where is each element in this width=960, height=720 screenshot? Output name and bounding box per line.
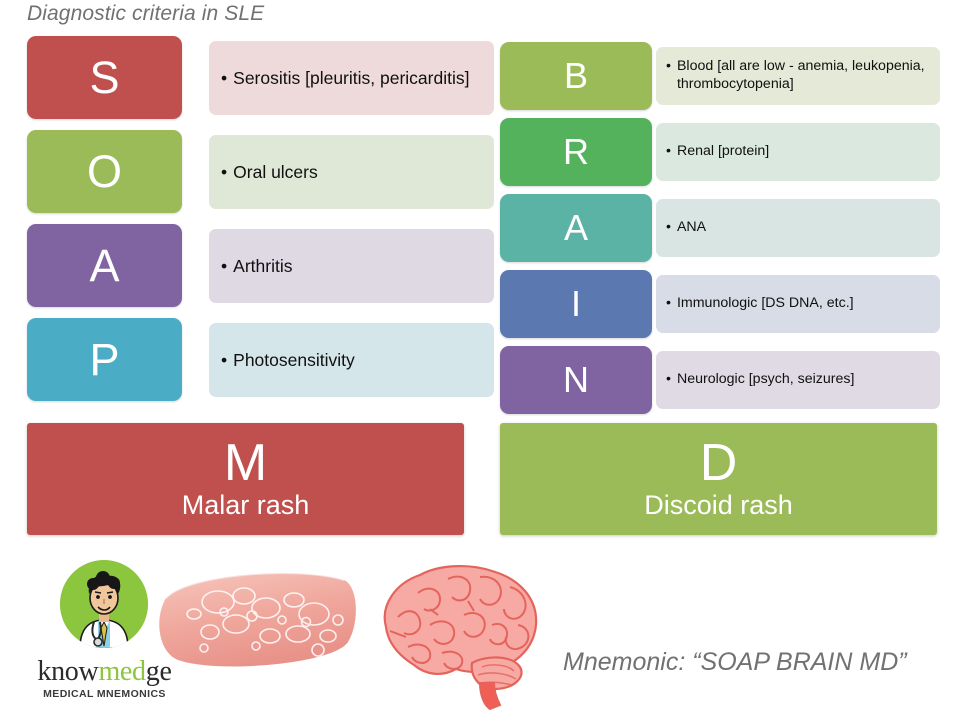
- letter-glyph: B: [563, 55, 588, 96]
- bullet-icon: •: [666, 143, 671, 160]
- mnemonic-caption: Mnemonic: “SOAP BRAIN MD”: [563, 648, 907, 676]
- criterion-text: Photosensitivity: [233, 349, 355, 370]
- logo-word-ge: ge: [145, 656, 172, 687]
- criterion-text: Immunologic [DS DNA, etc.]: [676, 295, 854, 312]
- summary-label: Malar rash: [181, 489, 310, 520]
- knowmedge-logo: knowmedge MEDICAL MNEMONICS: [22, 560, 187, 710]
- mnemonic-row-p: P • Photosensitivity: [27, 318, 494, 401]
- text-panel-b: • Blood [all are low - anemia, leukopeni…: [656, 47, 940, 105]
- bullet-icon: •: [221, 161, 228, 182]
- text-panel-r: • Renal [protein]: [656, 123, 940, 181]
- mnemonic-row-b: B • Blood [all are low - anemia, leukope…: [500, 42, 940, 110]
- mnemonic-row-a2: A • ANA: [500, 194, 940, 262]
- summary-letter: M: [223, 433, 268, 492]
- bullet-icon: •: [666, 371, 671, 388]
- letter-glyph: N: [563, 359, 589, 400]
- letter-box-b: B: [500, 42, 652, 110]
- letter-box-i: I: [500, 270, 652, 338]
- letter-box-r: R: [500, 118, 652, 186]
- mnemonic-row-a: A • Arthritis: [27, 224, 494, 307]
- logo-tagline: MEDICAL MNEMONICS: [43, 688, 166, 700]
- letter-box-p: P: [27, 318, 182, 401]
- letter-box-o: O: [27, 130, 182, 213]
- letter-glyph: S: [89, 51, 120, 103]
- text-panel-s: • Serositis [pleuritis, pericarditis]: [209, 41, 494, 115]
- letter-glyph: I: [570, 283, 581, 324]
- letter-glyph: P: [89, 333, 120, 385]
- summary-letter: D: [699, 433, 738, 492]
- criterion-text: Blood [all are low - anemia, leukopenia,…: [676, 58, 925, 92]
- criterion-text: Oral ulcers: [233, 161, 318, 182]
- letter-box-n: N: [500, 346, 652, 414]
- letter-glyph: O: [86, 145, 122, 197]
- bullet-icon: •: [666, 295, 671, 312]
- doctor-avatar-icon: [60, 560, 148, 648]
- mnemonic-row-s: S • Serositis [pleuritis, pericarditis]: [27, 36, 494, 119]
- letter-box-a2: A: [500, 194, 652, 262]
- brain-image: [368, 555, 558, 711]
- letter-glyph: A: [563, 207, 588, 248]
- criterion-text: Serositis [pleuritis, pericarditis]: [233, 67, 470, 88]
- bullet-icon: •: [666, 219, 671, 236]
- soap-illustration: [159, 572, 356, 667]
- text-panel-p: • Photosensitivity: [209, 323, 494, 397]
- letter-glyph: A: [89, 239, 120, 291]
- text-panel-i: • Immunologic [DS DNA, etc.]: [656, 275, 940, 333]
- text-panel-n: • Neurologic [psych, seizures]: [656, 351, 940, 409]
- summary-box-discoid: D Discoid rash: [500, 423, 937, 535]
- logo-word-know: know: [37, 656, 99, 687]
- bullet-icon: •: [221, 255, 228, 276]
- letter-glyph: R: [563, 131, 589, 172]
- bullet-icon: •: [221, 67, 228, 88]
- mnemonic-row-n: N • Neurologic [psych, seizures]: [500, 346, 940, 414]
- criterion-text: Neurologic [psych, seizures]: [676, 371, 855, 388]
- criterion-text: ANA: [676, 219, 707, 236]
- brain-illustration: [383, 564, 538, 711]
- logo-wordmark: knowmedge: [22, 656, 187, 688]
- criterion-text: Arthritis: [233, 255, 293, 276]
- text-panel-o: • Oral ulcers: [209, 135, 494, 209]
- logo-word-med: med: [98, 656, 146, 687]
- bullet-icon: •: [666, 58, 671, 75]
- letter-box-a: A: [27, 224, 182, 307]
- mnemonic-row-i: I • Immunologic [DS DNA, etc.]: [500, 270, 940, 338]
- letter-box-s: S: [27, 36, 182, 119]
- mnemonic-row-r: R • Renal [protein]: [500, 118, 940, 186]
- text-panel-a2: • ANA: [656, 199, 940, 257]
- summary-box-malar: M Malar rash: [27, 423, 464, 535]
- page-title: Diagnostic criteria in SLE: [27, 2, 265, 25]
- mnemonic-row-o: O • Oral ulcers: [27, 130, 494, 213]
- soap-bar-image: [148, 562, 363, 677]
- bullet-icon: •: [221, 349, 228, 370]
- text-panel-a: • Arthritis: [209, 229, 494, 303]
- summary-label: Discoid rash: [644, 489, 793, 520]
- criterion-text: Renal [protein]: [676, 143, 770, 160]
- doctor-illustration: [60, 560, 148, 648]
